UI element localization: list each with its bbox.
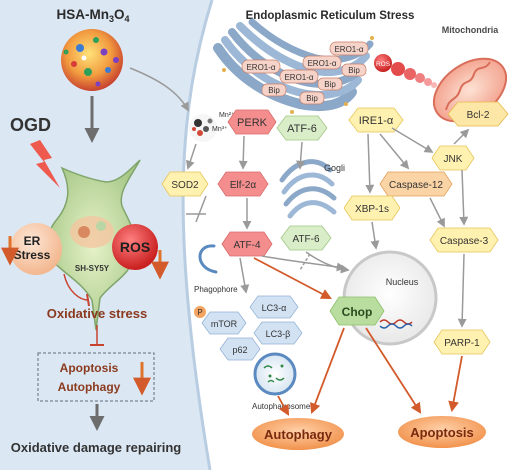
mn3-label: Mn³⁺ <box>212 126 228 133</box>
perk-node: PERK <box>227 109 277 135</box>
atf4-node: ATF-4 <box>221 231 273 257</box>
ogd-label: OGD <box>10 115 51 135</box>
svg-text:PERK: PERK <box>237 117 268 129</box>
autophagosome-icon <box>253 352 297 396</box>
svg-text:ATF-6: ATF-6 <box>287 123 317 135</box>
elf2a-node: Elf-2α <box>217 171 269 197</box>
svg-text:p62: p62 <box>232 345 247 355</box>
bip-label-2: Bip <box>299 91 325 105</box>
ros-small-label: ROS <box>376 61 391 68</box>
svg-text:Bcl-2: Bcl-2 <box>467 110 490 121</box>
dashed-connector <box>299 253 311 271</box>
arrow-np-to-mn <box>129 67 189 112</box>
ero1-label-1: ERO1-α <box>241 59 281 74</box>
inhibit-er-line <box>63 273 89 301</box>
apoptosis-label: Apoptosis <box>60 361 119 375</box>
mtor-node: mTOR <box>201 311 247 335</box>
er-title: Endoplasmic Reticulum Stress <box>246 10 415 22</box>
cell-line-label: SH-SY5Y <box>75 264 110 273</box>
inhibit-bar <box>86 293 90 307</box>
parp1-node: PARP-1 <box>433 329 491 355</box>
atf6-golgi-node: ATF-6 <box>280 225 332 251</box>
ero1-label-4: ERO1-α <box>329 41 369 56</box>
svg-text:SOD2: SOD2 <box>171 180 199 191</box>
sod2-node: SOD2 <box>161 171 209 197</box>
nucleus-label: Nucleus <box>386 277 419 287</box>
bip-label-1: Bip <box>261 83 287 97</box>
golgi-label: Gogli <box>324 163 345 173</box>
svg-text:P: P <box>197 308 202 317</box>
gray-connectors <box>186 127 470 328</box>
chop-node: Chop <box>329 296 385 326</box>
svg-text:Autophagy: Autophagy <box>264 427 333 442</box>
bcl2-node: Bcl-2 <box>447 101 509 127</box>
atf6-top-node: ATF-6 <box>276 115 328 141</box>
phagophore-icon <box>198 244 218 274</box>
jnk-node: JNK <box>431 145 475 171</box>
svg-text:Bip: Bip <box>324 80 336 89</box>
lc3b-node: LC3-β <box>253 321 303 345</box>
bip-label-3: Bip <box>317 77 343 91</box>
er-stress-line2: Stress <box>14 248 51 262</box>
bip-label-4: Bip <box>341 63 367 77</box>
ros-label: ROS <box>120 239 150 255</box>
caspase12-node: Caspase-12 <box>379 171 453 197</box>
svg-text:Caspase-12: Caspase-12 <box>389 180 443 191</box>
caspase3-node: Caspase-3 <box>429 227 499 253</box>
svg-text:LC3-β: LC3-β <box>266 329 291 339</box>
svg-text:mTOR: mTOR <box>211 319 238 329</box>
svg-text:IRE1-α: IRE1-α <box>359 115 394 127</box>
xbp1s-node: XBP-1s <box>343 195 401 221</box>
lightning-icon <box>30 140 60 188</box>
svg-text:Caspase-3: Caspase-3 <box>440 236 489 247</box>
svg-text:ATF-6: ATF-6 <box>292 234 319 245</box>
svg-text:XBP-1s: XBP-1s <box>355 204 389 215</box>
ero1-label-2: ERO1-α <box>279 69 319 84</box>
svg-text:LC3-α: LC3-α <box>262 303 287 313</box>
svg-text:Bip: Bip <box>348 66 360 75</box>
svg-text:ATF-4: ATF-4 <box>233 240 260 251</box>
svg-text:Apoptosis: Apoptosis <box>410 425 474 440</box>
ero1-label-3: ERO1-α <box>302 55 342 70</box>
svg-text:ERO1-α: ERO1-α <box>307 59 336 68</box>
svg-text:PARP-1: PARP-1 <box>444 338 480 349</box>
svg-text:ERO1-α: ERO1-α <box>334 45 363 54</box>
er-stress-line1: ER <box>24 234 41 248</box>
svg-text:Elf-2α: Elf-2α <box>230 180 257 191</box>
ros-badge: ROS <box>112 224 158 270</box>
svg-text:Chop: Chop <box>342 305 373 319</box>
autophagy-label: Autophagy <box>58 380 121 394</box>
mn2-label: Mn²⁺ <box>219 112 235 119</box>
mitochondria-title: Mitochondria <box>442 25 499 35</box>
phospho-badge: P <box>194 306 206 318</box>
svg-text:ERO1-α: ERO1-α <box>284 73 313 82</box>
left-title: HSA-Mn3O4 <box>56 7 129 24</box>
svg-text:JNK: JNK <box>444 154 463 165</box>
mn-ions-icon <box>189 114 217 142</box>
phagophore-label: Phagophore <box>194 285 238 294</box>
autophagy-output: Autophagy <box>252 418 344 450</box>
ire1-node: IRE1-α <box>348 107 404 133</box>
ros-bubbles: ROS <box>374 54 437 88</box>
oxidative-stress-label: Oxidative stress <box>47 306 147 321</box>
lc3a-node: LC3-α <box>249 295 299 319</box>
apoptosis-output: Apoptosis <box>398 416 486 448</box>
neuron-cell <box>46 159 141 331</box>
svg-text:Bip: Bip <box>306 94 318 103</box>
golgi-icon <box>279 159 337 219</box>
red-connectors <box>253 257 463 416</box>
nanoparticle-icon <box>61 29 123 91</box>
p62-node: p62 <box>219 337 261 361</box>
svg-text:Bip: Bip <box>268 86 280 95</box>
outcome-label: Oxidative damage repairing <box>11 440 182 455</box>
svg-text:ERO1-α: ERO1-α <box>246 63 275 72</box>
outcome-box <box>37 352 155 402</box>
er-stress-badge: ER Stress <box>10 223 62 275</box>
